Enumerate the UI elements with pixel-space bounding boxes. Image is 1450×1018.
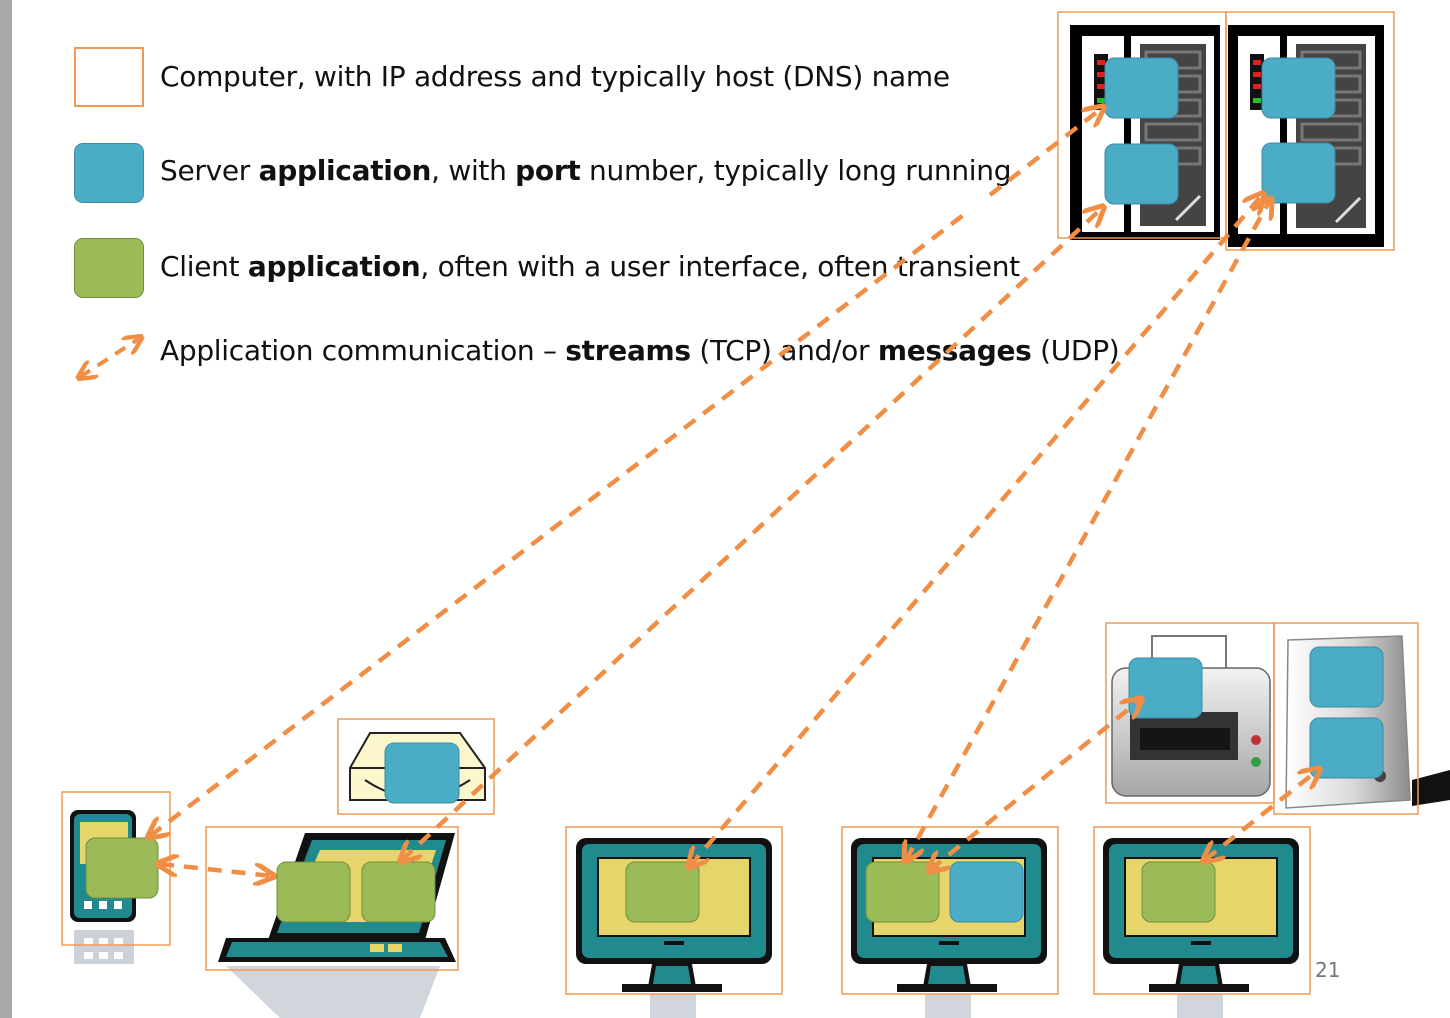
server-legend-text-1: Server: [160, 154, 259, 187]
server-legend-text-3: number, typically long running: [580, 154, 1012, 187]
client-app: [625, 861, 700, 923]
communication-arrows: [150, 108, 1318, 876]
server-rack-1: [1070, 25, 1220, 240]
computer-legend-text: Computer, with IP address and typically …: [160, 60, 950, 93]
computer-box-laptop: [205, 826, 459, 971]
slide-edge: [0, 0, 12, 1018]
client-app: [361, 861, 436, 923]
server-legend-bold-2: port: [515, 154, 581, 187]
server-app-legend-swatch: [74, 143, 144, 203]
server-app: [1104, 57, 1179, 119]
server-app: [1261, 57, 1336, 119]
computer-legend-swatch: [74, 47, 144, 107]
server-app: [384, 742, 460, 804]
computer-box-server-2: [1225, 11, 1395, 251]
server-app: [1128, 657, 1203, 719]
server-app: [1104, 143, 1179, 205]
client-legend-text-1: Client: [160, 250, 248, 283]
client-app: [85, 837, 159, 899]
laptop-device: [218, 833, 456, 1018]
client-legend-bold-1: application: [247, 250, 421, 283]
client-app: [1141, 861, 1216, 923]
server-legend-text-2: , with: [431, 154, 516, 187]
computer-legend-label: Computer, with IP address and typically …: [160, 60, 950, 93]
communication-legend-arrow: [80, 338, 140, 377]
server-app: [949, 861, 1024, 923]
arrow-laptop-server: [402, 208, 1102, 860]
arrow-phone-laptop: [160, 864, 272, 876]
client-app-legend-swatch: [74, 238, 144, 298]
server-legend-bold-1: application: [258, 154, 432, 187]
page-number: 21: [1315, 958, 1341, 982]
server-app: [1309, 646, 1384, 708]
client-app: [276, 861, 351, 923]
arrow-monitor2-printer: [930, 700, 1140, 870]
server-app: [1309, 717, 1384, 779]
client-app: [865, 861, 940, 923]
arrow-phone-server: [150, 208, 972, 836]
arrow-monitor3-tower: [1205, 770, 1318, 860]
server-app-legend-text: Server application, with port number, ty…: [160, 154, 1012, 187]
server-app: [1261, 142, 1336, 204]
